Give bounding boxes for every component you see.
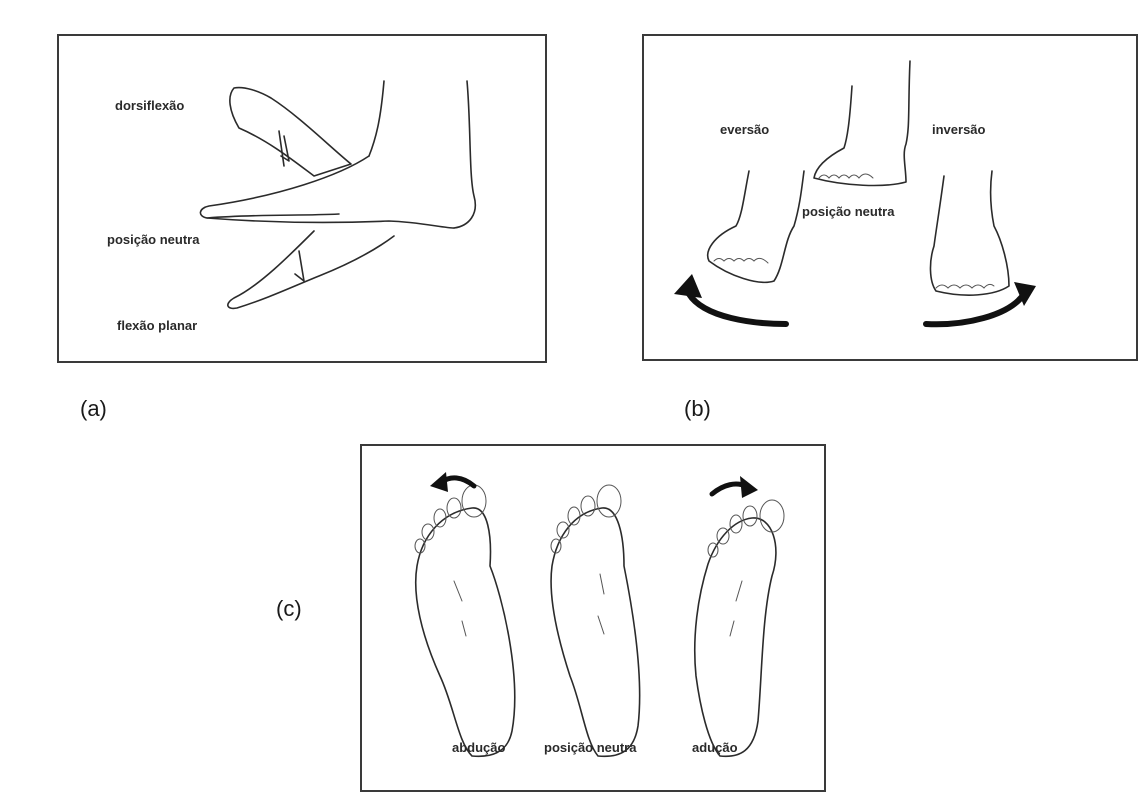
panel-letter-c: (c)	[276, 596, 302, 622]
label-abduction: abdução	[452, 740, 505, 755]
panel-letter-a: (a)	[80, 396, 107, 422]
side-view-feet-illustration	[59, 36, 545, 361]
panel-abduction-adduction: abdução posição neutra adução	[360, 444, 826, 792]
panel-dorsiflexion-plantarflexion: dorsiflexão posição neutra flexão planar	[57, 34, 547, 363]
label-eversion: eversão	[720, 122, 769, 137]
panel-eversion-inversion: eversão posição neutra inversão	[642, 34, 1138, 361]
front-view-feet-illustration	[644, 36, 1136, 359]
label-adduction: adução	[692, 740, 738, 755]
label-neutral-position: posição neutra	[544, 740, 636, 755]
panel-letter-b: (b)	[684, 396, 711, 422]
label-inversion: inversão	[932, 122, 985, 137]
label-dorsiflexion: dorsiflexão	[115, 98, 184, 113]
label-neutral-position: posição neutra	[107, 232, 199, 247]
sole-view-feet-illustration	[362, 446, 824, 790]
label-plantar-flexion: flexão planar	[117, 318, 197, 333]
label-neutral-position: posição neutra	[802, 204, 894, 219]
